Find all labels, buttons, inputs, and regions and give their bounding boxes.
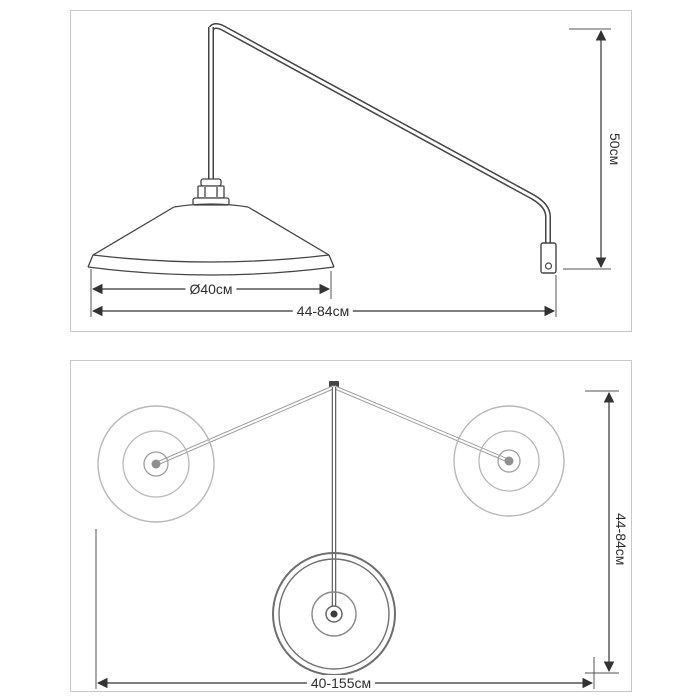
shade-top-front (272, 552, 396, 676)
top-view-panel: 44-84см 40-155см (70, 360, 632, 692)
shade-top-right (453, 405, 565, 517)
arm-reach-label: 44-84см (292, 303, 354, 319)
lamp-arm (208, 23, 551, 253)
wall-mount-bracket (540, 242, 557, 274)
shade-top-left (97, 405, 215, 523)
span-dimension-label: 40-155см (306, 675, 376, 691)
depth-dimension-label: 44-84см (613, 513, 629, 566)
side-view-panel: 50см Ø40см 44-84см (70, 10, 632, 332)
height-dimension-label: 50см (607, 133, 623, 166)
lamp-shade-side (87, 203, 335, 276)
shade-diameter-label: Ø40см (185, 281, 237, 297)
side-view-drawing (87, 23, 611, 317)
swing-arms (155, 385, 510, 466)
lamp-socket (192, 178, 230, 206)
extension-lines (90, 28, 611, 317)
extension-lines-top (95, 390, 619, 689)
dimension-lines (91, 29, 607, 317)
top-view-drawing (95, 381, 619, 689)
